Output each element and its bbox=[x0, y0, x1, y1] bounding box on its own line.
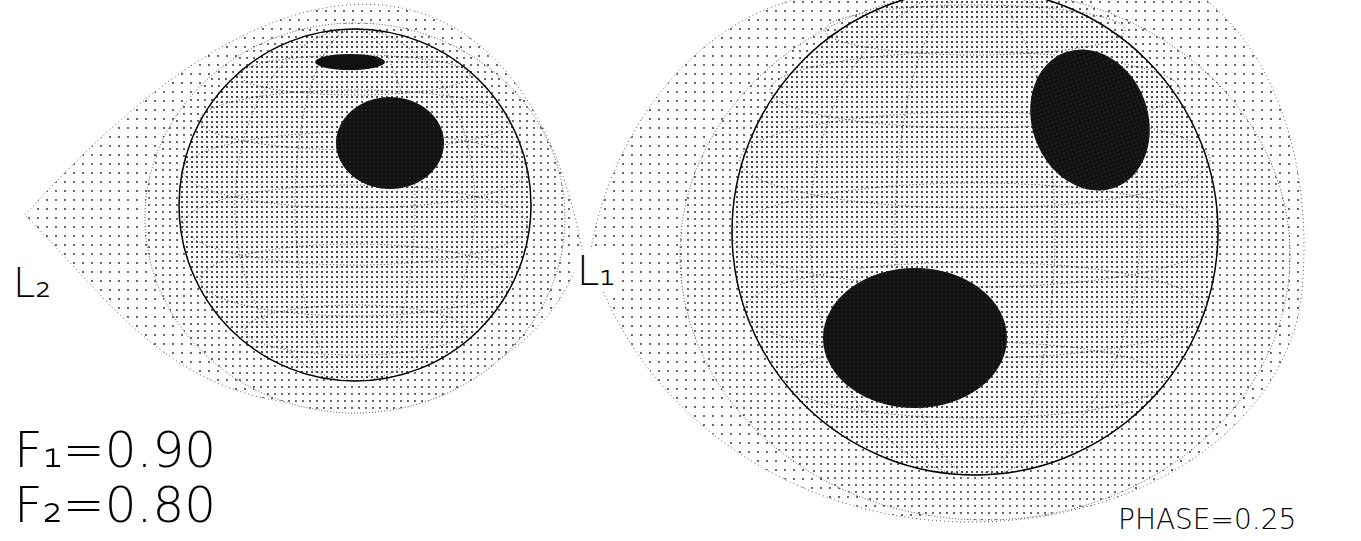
lagrange-point-label: L₁ bbox=[574, 250, 618, 292]
star-spot bbox=[1011, 33, 1169, 208]
star bbox=[179, 29, 531, 381]
fill-surface bbox=[680, 0, 1290, 520]
fill-factor-label: F₁=0.90 bbox=[14, 425, 216, 475]
star bbox=[732, 0, 1218, 475]
star-spot bbox=[823, 268, 1007, 408]
lagrange-point-label: L₂ bbox=[10, 262, 54, 304]
fill-factor-label: F₂=0.80 bbox=[14, 480, 216, 530]
fill-surface bbox=[145, 23, 565, 413]
star-spot bbox=[336, 97, 444, 189]
phase-label: PHASE=0.25 bbox=[1118, 506, 1296, 534]
